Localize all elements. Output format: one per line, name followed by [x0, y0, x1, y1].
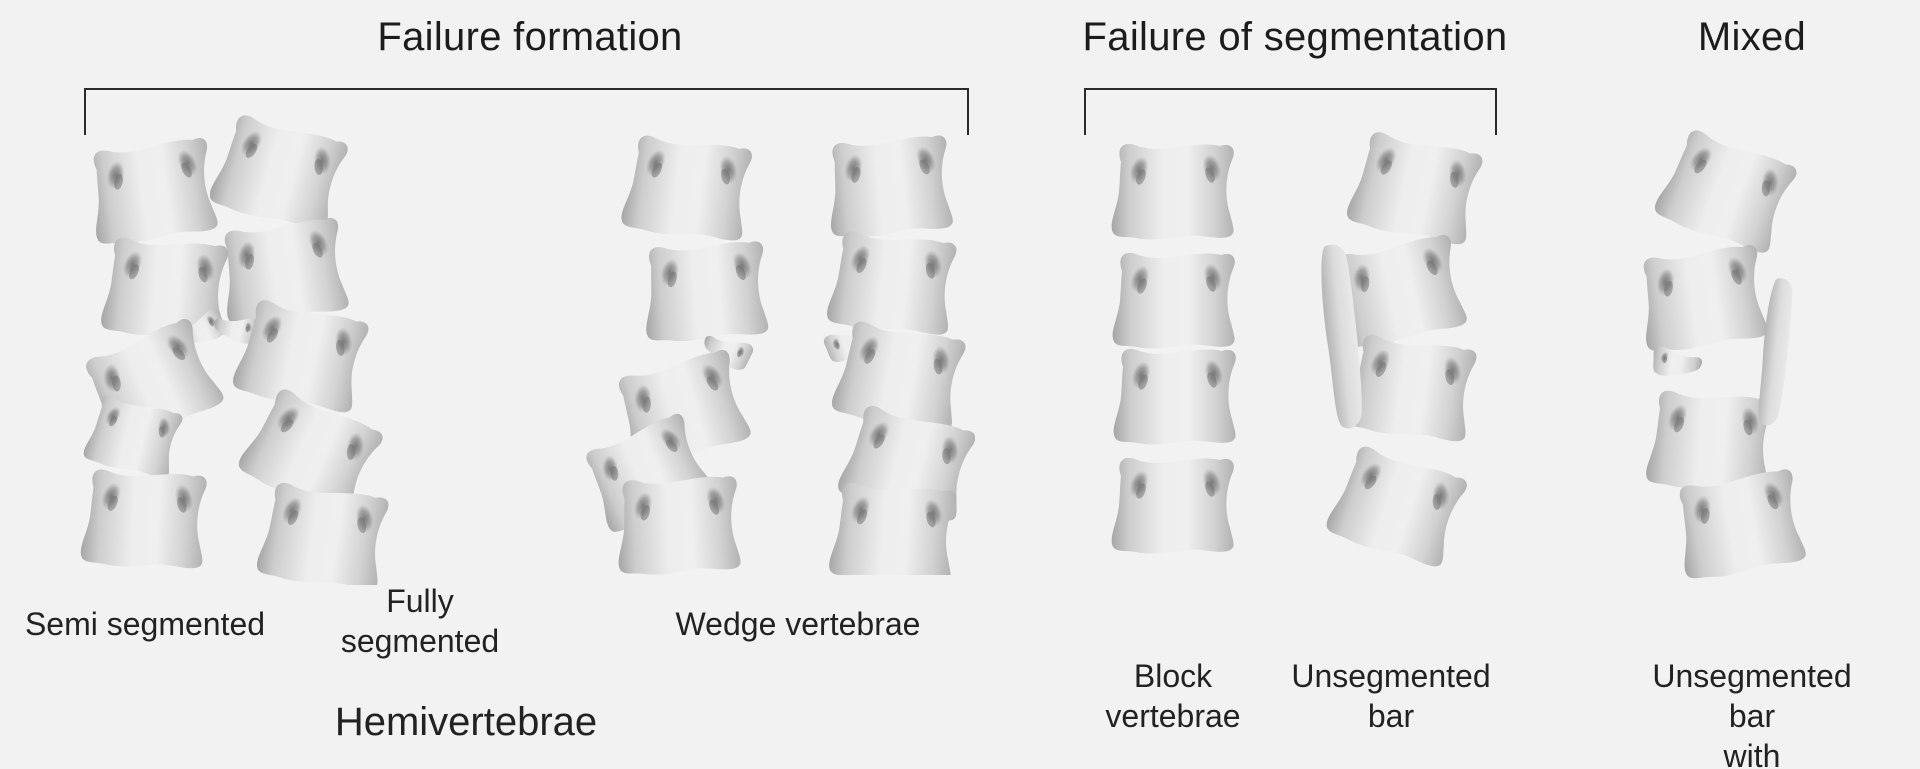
wedge-vertebrae-spine-right-illustration [822, 133, 975, 575]
fully-segmented-spine-illustration [210, 115, 390, 585]
unsegmented-bar-with-hemivertebrae-spine-illustration [1634, 125, 1808, 583]
unsegmented-bar-spine-illustration [1316, 128, 1485, 571]
block-vertebrae-spine-illustration [1111, 143, 1236, 554]
label-unsegmented-bar-with-hemivertebrae: Unsegmented bar with hemivertebrae [1652, 658, 1852, 769]
section-title-failure-formation: Failure formation [377, 15, 683, 59]
label-unsegmented-bar: Unsegmented bar [1291, 658, 1491, 734]
failure-formation-bracket [84, 88, 969, 135]
wedge-vertebrae-spine-left-illustration [577, 133, 770, 575]
label-hemivertebrae: Hemivertebrae [334, 700, 598, 744]
label-wedge-vertebrae: Wedge vertebrae [675, 606, 921, 642]
section-title-mixed: Mixed [1697, 15, 1807, 59]
label-fully-segmented: Fully segmented [340, 583, 500, 659]
label-block-vertebrae: Block vertebrae [1105, 658, 1241, 734]
failure-of-segmentation-bracket [1084, 88, 1497, 135]
label-semi-segmented: Semi segmented [24, 606, 266, 642]
section-title-failure-of-segmentation: Failure of segmentation [1082, 15, 1508, 59]
